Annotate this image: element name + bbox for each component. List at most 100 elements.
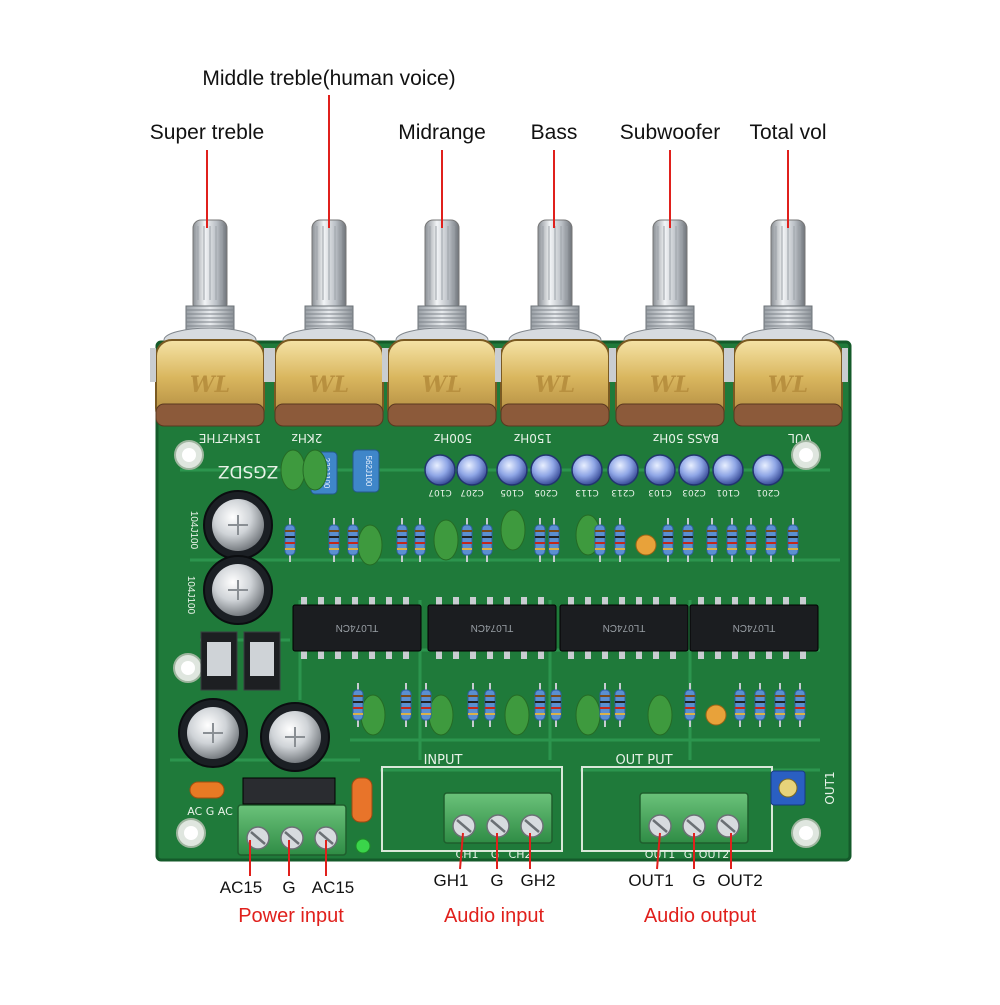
knob-label-midrange: Midrange [398,121,486,144]
screw-terminal-3[interactable] [639,792,749,844]
svg-text:CH1: CH1 [456,848,479,861]
pin-label-power-ac15-right: AC15 [311,878,355,897]
svg-text:TL074CN: TL074CN [603,622,646,633]
yellow-cap-1 [635,534,657,556]
silk-freq-4: 150Hz [514,431,552,445]
resistor [614,683,626,727]
potentiometer-6[interactable]: WL [728,219,848,427]
resistor [774,683,786,727]
resistor [396,518,408,562]
resistor [765,518,777,562]
svg-text:C103: C103 [648,487,671,497]
small-electrolytic-5 [571,454,603,486]
pot-marking-6: WL [768,372,808,398]
svg-text:C113: C113 [575,487,598,497]
resistor [534,683,546,727]
pin-label-power-ac15-left: AC15 [219,878,263,897]
green-cap-11 [647,694,673,736]
ic-chip-3: TL074CN [559,597,689,659]
resistor [550,683,562,727]
green-cap-4 [433,519,459,561]
svg-text:TL074CN: TL074CN [471,622,514,633]
silk-freq-5: BASS 50Hz [653,431,719,445]
resistor [420,683,432,727]
small-electrolytic-8 [678,454,710,486]
resistor [400,683,412,727]
svg-text:C213: C213 [611,487,634,497]
knob-label-total-vol: Total vol [749,121,827,144]
pin-label-audio-out-g: G [692,871,706,890]
pin-label-out1: OUT1 [628,871,674,890]
resistor [484,683,496,727]
resistor [794,683,806,727]
power-silk: AC G AC [187,805,233,818]
green-cap-8 [428,694,454,736]
resistor [284,518,296,562]
pot-marking-5: WL [650,372,690,398]
pot-marking-3: WL [422,372,462,398]
fuse [189,781,225,799]
out1-silk: OUT1 [823,771,837,804]
resistor [347,518,359,562]
bridge-rectifier [242,777,336,805]
svg-text:G: G [491,848,500,861]
brand-silk: ZGSDZ [218,461,278,481]
pot-marking-2: WL [309,372,349,398]
svg-text:C201: C201 [756,487,779,497]
svg-text:C105: C105 [500,487,523,497]
cap-value-silk-1: 104J100 [188,511,199,550]
resistor [461,518,473,562]
resistor [414,518,426,562]
group-label-audio-input: Audio input [443,905,545,927]
resistor [787,518,799,562]
potentiometer-4[interactable]: WL [495,219,615,427]
cap-value-silk-2: 104J100 [185,576,196,615]
small-electrolytic-2 [456,454,488,486]
small-electrolytic-3 [496,454,528,486]
yellow-cap-2 [705,704,727,726]
small-electrolytic-1 [424,454,456,486]
pin-label-gh1: GH1 [433,871,469,890]
ic-chip-2: TL074CN [427,597,557,659]
resistor [754,683,766,727]
svg-text:C205: C205 [534,487,557,497]
resistor [467,683,479,727]
svg-text:OUT2: OUT2 [699,848,729,861]
resistor [706,518,718,562]
resistor [328,518,340,562]
input-silk-header: INPUT [424,753,463,768]
pin-label-gh2: GH2 [520,871,556,890]
svg-text:CH2: CH2 [509,848,532,861]
resistor [481,518,493,562]
potentiometer-5[interactable]: WL [610,219,730,427]
small-electrolytic-7 [644,454,676,486]
screw-terminal-1[interactable] [237,804,347,856]
resistor [734,683,746,727]
svg-text:C101: C101 [716,487,739,497]
screw-terminal-2[interactable] [443,792,553,844]
svg-text:C207: C207 [460,487,483,497]
green-cap-5 [500,509,526,551]
potentiometer-2[interactable]: WL [269,219,389,427]
pin-pointer-7 [656,832,661,870]
green-cap-1 [280,449,306,491]
silk-freq-1: 15KHzTHE [199,431,261,445]
resistor [614,518,626,562]
orange-cap [351,777,373,823]
group-label-audio-output: Audio output [643,905,757,927]
green-cap-7 [360,694,386,736]
pot-marking-1: WL [190,372,230,398]
resistor [745,518,757,562]
green-cap-10 [575,694,601,736]
pin-label-out2: OUT2 [717,871,763,890]
potentiometer-3[interactable]: WL [382,219,502,427]
svg-text:OUT1: OUT1 [645,848,675,861]
svg-text:G: G [684,848,693,861]
pot-marking-4: WL [535,372,575,398]
small-electrolytic-4 [530,454,562,486]
knob-label-super-treble: Super treble [149,121,265,144]
potentiometer-1[interactable]: WL [150,219,270,427]
blue-film-cap-2 [352,449,380,493]
